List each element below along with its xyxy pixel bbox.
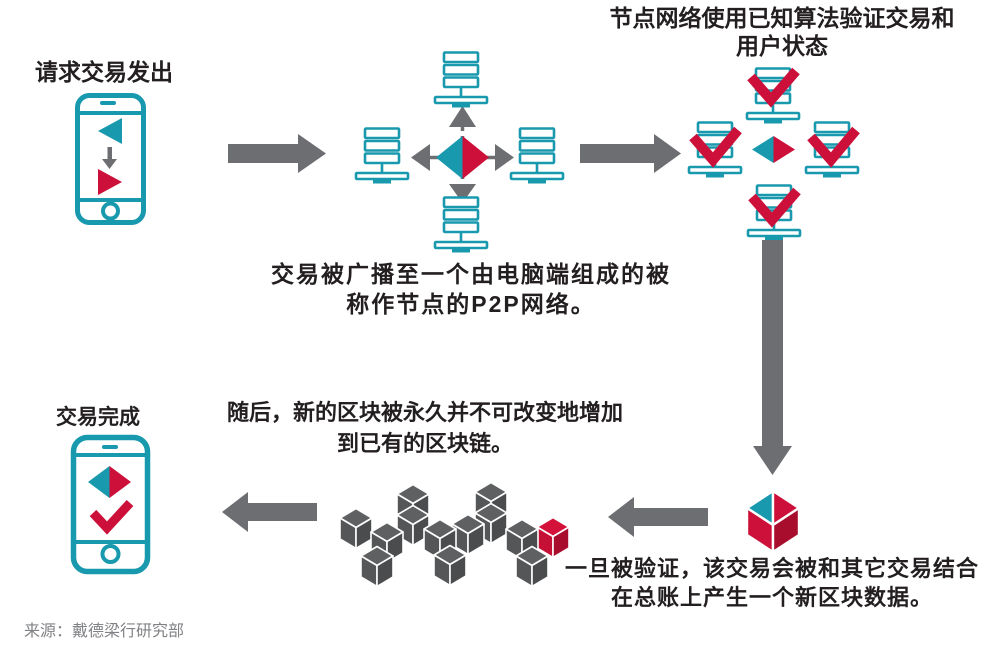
combine-caption: 一旦被验证，该交易会被和其它交易结合 在总账上产生一个新区块数据。 xyxy=(551,554,993,612)
transaction-diamond-icon xyxy=(752,136,795,163)
server-icon xyxy=(511,129,563,184)
down-arrow-icon xyxy=(102,147,117,169)
transaction-diamond-icon xyxy=(88,466,131,498)
receive-triangle-icon xyxy=(98,118,122,144)
source-note: 来源：戴德梁行研究部 xyxy=(24,623,185,640)
validate-title-line2: 用户状态 xyxy=(736,33,828,59)
new-block-cube-icon xyxy=(745,489,801,554)
phone-complete-icon xyxy=(70,434,151,575)
speaker-slot-icon xyxy=(102,445,118,449)
arrow-right-2-icon xyxy=(580,134,681,173)
arrow-left-2-icon xyxy=(222,492,317,532)
checkmark-icons xyxy=(689,67,860,228)
validated-network-icon xyxy=(689,67,860,241)
validate-title-line1: 节点网络使用已知算法验证交易和 xyxy=(609,5,955,31)
arrow-left-1-icon xyxy=(608,497,708,537)
home-button-icon xyxy=(100,544,121,564)
combine-caption-line1: 一旦被验证，该交易会被和其它交易结合 xyxy=(564,556,979,581)
server-icon xyxy=(435,198,487,253)
speaker-slot-icon xyxy=(100,101,116,105)
append-caption-line2: 到已有的区块链。 xyxy=(336,431,513,456)
broadcast-caption-line1: 交易被广播至一个由电脑端组成的被 xyxy=(271,261,671,287)
server-icon xyxy=(356,129,408,184)
arrow-right-1-icon xyxy=(228,134,326,173)
validate-title: 节点网络使用已知算法验证交易和 用户状态 xyxy=(582,4,982,60)
p2p-network-icon xyxy=(356,53,563,253)
complete-title: 交易完成 xyxy=(56,401,140,431)
request-title-text: 请求交易发出 xyxy=(35,59,173,85)
checkmark-icon xyxy=(89,499,134,535)
append-caption-line1: 随后，新的区块被永久并不可改变地增加 xyxy=(226,400,623,425)
server-icon xyxy=(435,53,487,108)
arrow-down-icon xyxy=(753,240,792,475)
broadcast-arrowheads-icon xyxy=(411,106,514,203)
broadcast-caption: 交易被广播至一个由电脑端组成的被 称作节点的P2P网络。 xyxy=(251,259,691,319)
transaction-diamond-icon xyxy=(436,136,489,179)
blockchain-cubes-icon xyxy=(339,481,570,588)
combine-caption-line2: 在总账上产生一个新区块数据。 xyxy=(610,585,933,610)
phone-sending-icon xyxy=(75,93,146,225)
send-triangle-icon xyxy=(98,169,122,195)
complete-title-text: 交易完成 xyxy=(56,406,140,429)
append-caption: 随后，新的区块被永久并不可改变地增加 到已有的区块链。 xyxy=(215,397,635,459)
request-title: 请求交易发出 xyxy=(35,53,173,87)
home-button-icon xyxy=(101,201,120,221)
broadcast-caption-line2: 称作节点的P2P网络。 xyxy=(346,291,596,317)
